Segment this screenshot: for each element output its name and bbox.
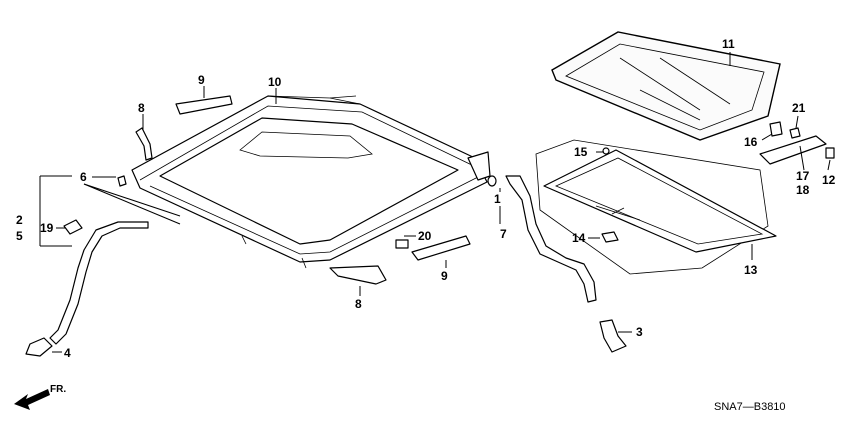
diagram-code: SNA7—B3810 [714,401,786,413]
slider-14 [601,231,619,243]
clip-19 [63,219,83,235]
callout-8-bottom: 8 [355,297,362,311]
bolt-20 [395,239,409,249]
callout-19: 19 [40,221,54,235]
cap-16 [769,121,783,137]
callout-8-top: 8 [138,101,145,115]
grommet-1 [487,175,497,187]
callout-labels: 9 10 8 6 2 19 5 4 8 9 20 1 7 3 11 21 16 … [16,37,836,360]
drain-hose-right [505,175,597,303]
screw-15 [602,147,610,155]
direction-label: FR. [50,384,66,395]
callout-12: 12 [822,173,836,187]
seal-8-top [135,127,153,161]
callout-18: 18 [796,183,810,197]
seal-8-bottom [329,265,387,285]
sunshade-panel [535,139,777,275]
clip-6 [117,175,127,187]
callout-21: 21 [792,101,806,115]
hose-end-3 [599,319,627,353]
callout-20: 20 [418,229,432,243]
leader-lines [39,52,831,353]
sunroof-glass [551,31,781,141]
callout-16: 16 [744,135,758,149]
callout-11: 11 [722,37,735,51]
callout-14: 14 [572,231,586,245]
callout-4: 4 [64,346,71,360]
seal-9-bottom [411,235,471,261]
front-direction-arrow: FR. [14,384,66,410]
guide-rail-17-18 [759,135,827,165]
sunroof-frame [131,95,491,269]
nut-12 [825,147,835,159]
callout-1: 1 [494,192,501,206]
callout-7: 7 [500,227,507,241]
callout-5: 5 [16,229,23,243]
callout-2: 2 [16,213,23,227]
callout-6: 6 [80,170,87,184]
clip-21 [789,127,801,139]
callout-10: 10 [268,75,282,89]
callout-17: 17 [796,169,810,183]
callout-9-bottom: 9 [441,269,448,283]
callout-15: 15 [574,145,588,159]
seal-9-top [175,95,233,115]
callout-3: 3 [636,325,643,339]
front-drain-hose-left [49,221,149,345]
callout-13: 13 [744,263,758,277]
hose-end-4 [25,337,53,357]
callout-9-top: 9 [198,73,205,87]
